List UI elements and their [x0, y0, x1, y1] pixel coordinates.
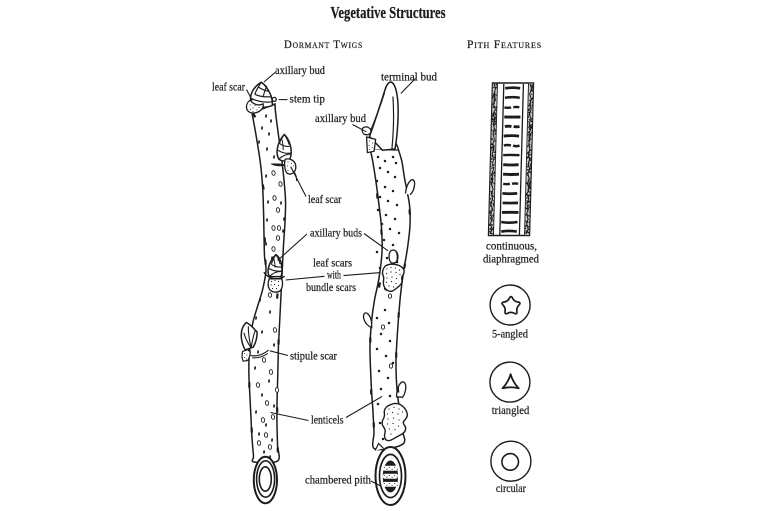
svg-text:circular: circular [496, 481, 526, 495]
svg-text:Dormant Twigs: Dormant Twigs [284, 39, 363, 51]
svg-text:diaphragmed: diaphragmed [483, 252, 539, 266]
svg-text:continuous,: continuous, [486, 239, 537, 253]
svg-text:axillary buds: axillary buds [310, 226, 362, 240]
svg-text:axillary bud: axillary bud [275, 63, 325, 77]
svg-text:5-angled: 5-angled [492, 327, 528, 341]
svg-text:axillary bud: axillary bud [315, 111, 366, 125]
svg-text:leaf scar: leaf scar [308, 192, 342, 206]
svg-text:Pith Features: Pith Features [467, 39, 542, 51]
svg-text:Vegetative Structures: Vegetative Structures [331, 3, 446, 22]
svg-text:stipule scar: stipule scar [290, 349, 337, 363]
svg-text:with: with [327, 268, 341, 282]
svg-text:stem tip: stem tip [290, 92, 326, 106]
svg-text:leaf scar: leaf scar [212, 80, 245, 94]
svg-text:triangled: triangled [492, 403, 530, 417]
svg-text:chambered pith: chambered pith [305, 473, 371, 487]
svg-text:lenticels: lenticels [311, 413, 344, 427]
svg-text:terminal bud: terminal bud [381, 70, 437, 84]
svg-text:bundle scars: bundle scars [306, 280, 356, 294]
svg-text:leaf scars: leaf scars [313, 256, 352, 270]
